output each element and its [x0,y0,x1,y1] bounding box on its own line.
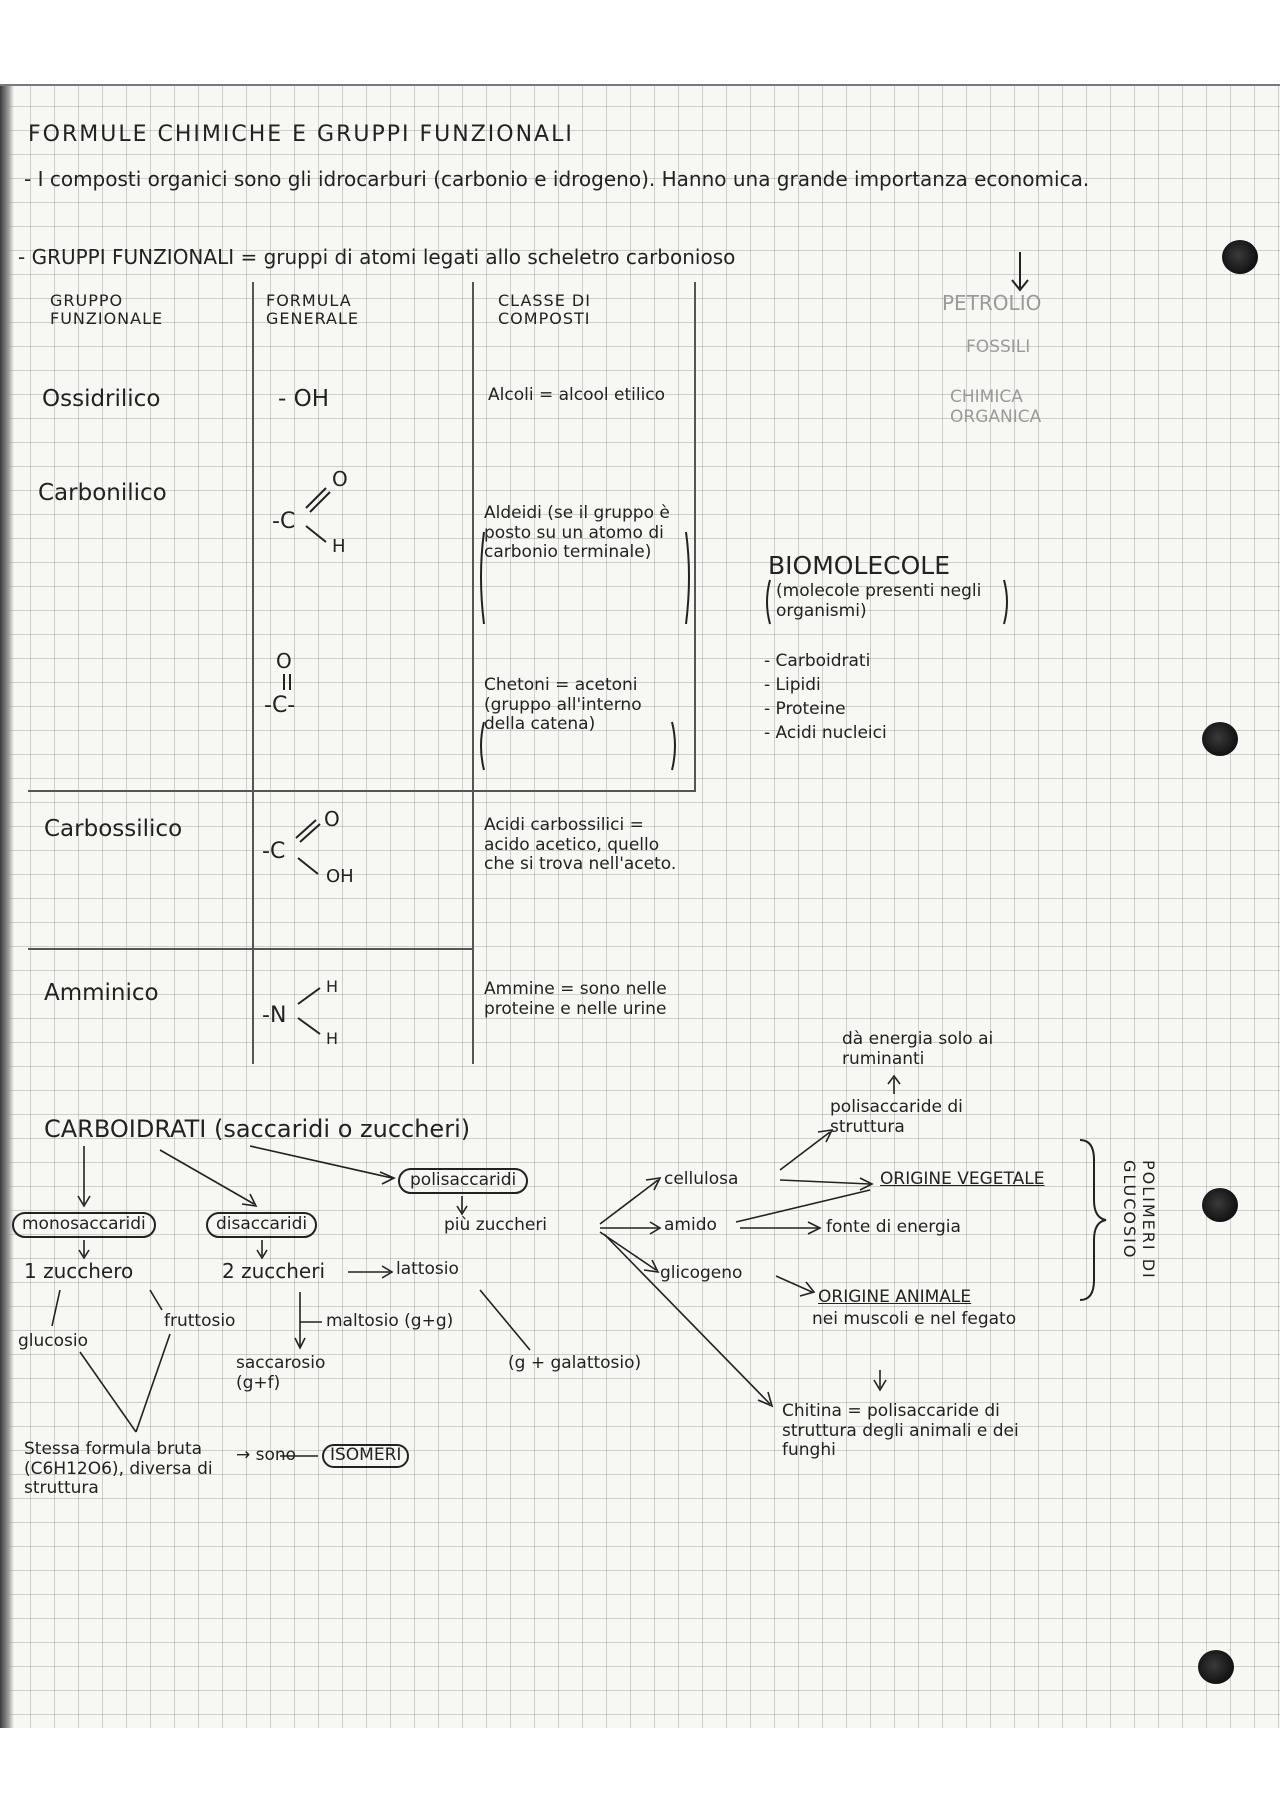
disaccaridi-box: disaccaridi [206,1212,318,1238]
binder-hole-icon [1198,1650,1234,1684]
cellulosa: cellulosa [664,1169,739,1189]
svg-text:OH: OH [326,866,354,887]
maltosio: maltosio (g+g) [326,1311,454,1331]
header-formula: FORMULA GENERALE [266,291,360,329]
lattosio: lattosio [396,1259,459,1279]
row-classe-aldeidi: Aldeidi (se il gruppo è posto su un atom… [484,503,670,563]
svg-text:-C: -C [272,509,295,534]
table-divider [252,282,254,1064]
header-gruppo: GRUPPO FUNZIONALE [50,291,164,329]
biomolecole-item-acidi-nucleici: - Acidi nucleici [764,723,887,743]
galattosio: (g + galattosio) [508,1353,642,1373]
saccarosio: saccarosio (g+f) [236,1353,326,1393]
isomeri-box: ISOMERI [322,1444,410,1468]
svg-text:H: H [332,536,346,557]
glucosio: glucosio [18,1331,89,1351]
origine-vegetale: ORIGINE VEGETALE [880,1169,1045,1189]
due-zuccheri: 2 zuccheri [222,1259,326,1283]
svg-text:-N: -N [262,1003,286,1028]
isomeri-prefix: → sono [236,1445,297,1465]
header-classe: CLASSE DI COMPOSTI [498,291,591,329]
fossili-label: FOSSILI [966,337,1031,357]
monosaccaridi-box: monosaccaridi [12,1212,156,1238]
polisaccaridi-box: polisaccaridi [398,1168,529,1194]
piu-zuccheri: più zuccheri [444,1215,548,1235]
chitina: Chitina = polisaccaride di struttura deg… [782,1401,1019,1461]
energia-ruminanti: dà energia solo ai ruminanti [842,1029,994,1069]
binder-hole-icon [1202,1188,1238,1222]
glicogeno: glicogeno [660,1263,743,1283]
stessa-formula: Stessa formula bruta (C6H12O6), diversa … [24,1439,213,1499]
table-divider [694,282,696,792]
svg-text:-C-: -C- [264,693,295,718]
page-edge-shadow [0,86,14,1728]
svg-text:O: O [276,649,292,673]
biomolecole-title: BIOMOLECOLE [768,551,951,580]
chimica-organica-label: CHIMICA ORGANICA [950,387,1042,427]
row-classe-ossidrilico: Alcoli = alcool etilico [488,385,666,405]
page-title: FORMULE CHIMICHE E GRUPPI FUNZIONALI [28,122,574,147]
table-row-divider [28,790,694,792]
svg-text:H: H [326,977,338,996]
biomolecole-subtitle: (molecole presenti negli organismi) [776,581,982,621]
uno-zucchero: 1 zucchero [24,1259,134,1283]
biomolecole-item-lipidi: - Lipidi [764,675,821,695]
polimeri-glucosio: POLIMERI DI GLUCOSIO [1120,1160,1158,1280]
biomolecole-item-proteine: - Proteine [764,699,846,719]
polisaccaride-struttura: polisaccaride di struttura [830,1097,963,1137]
row-gruppo-amminico: Amminico [44,980,159,1006]
row-classe-chetoni: Chetoni = acetoni (gruppo all'interno de… [484,675,642,735]
biomolecole-item-carboidrati: - Carboidrati [764,651,871,671]
petrolio-label: PETROLIO [942,291,1042,315]
svg-text:O: O [324,807,340,831]
row-gruppo-ossidrilico: Ossidrilico [42,386,161,412]
row-gruppo-carbossilico: Carbossilico [44,816,183,842]
row-classe-carbossilico: Acidi carbossilici = acido acetico, quel… [484,815,677,875]
binder-hole-icon [1202,722,1238,756]
muscoli-fegato: nei muscoli e nel fegato [812,1309,1017,1329]
row-gruppo-carbonilico: Carbonilico [38,480,167,506]
table-row-divider [28,948,472,950]
svg-text:O: O [332,467,348,491]
row-formula-ossidrilico: - OH [278,386,330,412]
intro-text: - I composti organici sono gli idrocarbu… [24,167,1090,191]
svg-text:H: H [326,1029,338,1048]
fonte-energia: fonte di energia [826,1217,961,1237]
table-divider [472,282,474,1064]
binder-hole-icon [1222,240,1258,274]
fruttosio: fruttosio [164,1311,236,1331]
row-classe-amminico: Ammine = sono nelle proteine e nelle uri… [484,979,667,1019]
carboidrati-title: CARBOIDRATI (saccaridi o zuccheri) [44,1115,471,1143]
amido: amido [664,1215,717,1235]
bottom-margin [0,1728,1280,1811]
top-margin [0,0,1280,86]
origine-animale: ORIGINE ANIMALE [818,1287,972,1307]
svg-text:-C: -C [262,839,285,864]
gruppi-intro: - GRUPPI FUNZIONALI = gruppi di atomi le… [18,245,736,269]
